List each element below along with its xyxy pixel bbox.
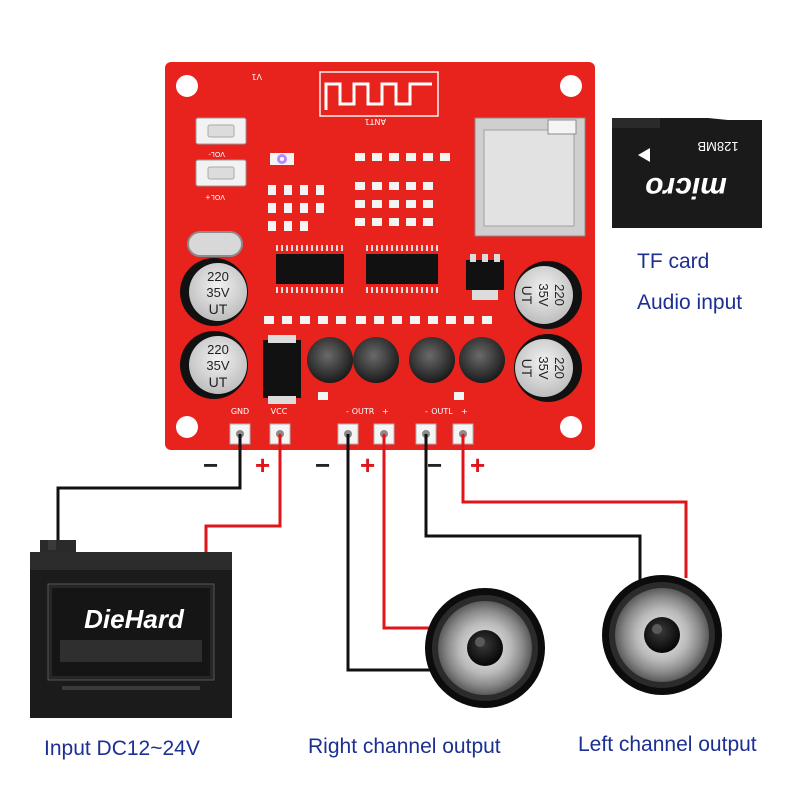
v1-silkscreen: V1 — [251, 72, 262, 81]
right-speaker — [425, 588, 545, 708]
gnd-pin-label: GND — [231, 407, 249, 416]
capacitor-label: UT — [209, 374, 228, 390]
crystal-oscillator — [187, 231, 243, 257]
inductor — [307, 337, 353, 383]
capacitor: 220 35V UT — [180, 331, 248, 399]
vcc-pin-label: VCC — [271, 407, 288, 416]
capacitor-label: UT — [209, 301, 228, 317]
outl-plus-wire — [461, 434, 688, 578]
outr-plus-mark: + — [382, 407, 389, 416]
inductor — [353, 337, 399, 383]
outl-minus-sign: − — [427, 450, 443, 480]
power-input-caption: Input DC12~24V — [44, 737, 200, 760]
antenna-label: ANT1 — [365, 117, 386, 126]
gnd-wire — [56, 434, 242, 548]
capacitor-label: UT — [519, 286, 535, 305]
outl-minus-mark: - — [425, 407, 428, 416]
outr-minus-wire — [346, 434, 440, 672]
mounting-hole — [176, 75, 198, 97]
vol-plus-button[interactable]: VOL+ — [195, 159, 247, 201]
capacitor-label: 220 — [207, 342, 229, 357]
capacitor: 220 35V UT — [514, 261, 582, 329]
capacitor-label: 220 — [552, 357, 567, 379]
mounting-hole — [176, 416, 198, 438]
outl-minus-wire — [424, 434, 642, 580]
left-speaker — [602, 575, 722, 695]
vol-plus-label: VOL+ — [205, 193, 225, 201]
audio-input-caption: Audio input — [637, 291, 743, 314]
outl-plus-sign: + — [470, 450, 486, 480]
outr-plus-sign: + — [360, 450, 376, 480]
battery-brand: DieHard — [84, 604, 185, 634]
outl-pin-label: OUTL — [431, 407, 453, 416]
tf-card-capacity: 128MB — [697, 139, 738, 154]
outl-plus-mark: + — [461, 407, 468, 416]
inductor — [409, 337, 455, 383]
diode — [263, 335, 301, 404]
outr-minus-mark: - — [346, 407, 349, 416]
tf-card: 128MB micro — [612, 118, 762, 228]
tf-card-brand: micro — [645, 171, 727, 204]
vcc-plus-sign: + — [255, 450, 271, 480]
outr-minus-sign: − — [315, 450, 331, 480]
gnd-minus-sign: − — [203, 450, 219, 480]
vol-minus-button[interactable]: VOL- — [195, 117, 247, 158]
status-led — [270, 153, 294, 165]
amplifier-ic — [366, 245, 438, 293]
wires — [56, 434, 688, 672]
tf-card-caption: TF card — [637, 250, 710, 273]
antenna-trace: ANT1 — [319, 71, 439, 126]
amplifier-board: V1 ANT1 VOL- VOL+ — [165, 62, 595, 450]
amplifier-ic — [276, 245, 344, 293]
vcc-wire — [204, 434, 282, 562]
mounting-hole — [560, 416, 582, 438]
capacitor-label: 35V — [536, 356, 551, 379]
outr-pin-label: OUTR — [352, 407, 375, 416]
battery: DieHard — [30, 540, 232, 718]
inductor — [459, 337, 505, 383]
capacitor: 220 35V UT — [180, 258, 248, 326]
capacitor-label: 35V — [206, 358, 229, 373]
outr-plus-wire — [382, 434, 432, 630]
right-output-caption: Right channel output — [308, 735, 501, 758]
capacitor: 220 35V UT — [514, 334, 582, 402]
capacitor-label: 35V — [206, 285, 229, 300]
smd-components — [264, 153, 492, 400]
capacitor-label: 35V — [536, 283, 551, 306]
capacitor-label: 220 — [552, 284, 567, 306]
capacitor-label: UT — [519, 359, 535, 378]
capacitor-label: 220 — [207, 269, 229, 284]
mounting-hole — [560, 75, 582, 97]
left-output-caption: Left channel output — [578, 733, 757, 756]
tf-card-slot[interactable] — [474, 117, 586, 237]
insert-arrow-icon — [638, 148, 650, 162]
regulator-ic — [466, 254, 504, 300]
vol-minus-label: VOL- — [208, 150, 225, 158]
